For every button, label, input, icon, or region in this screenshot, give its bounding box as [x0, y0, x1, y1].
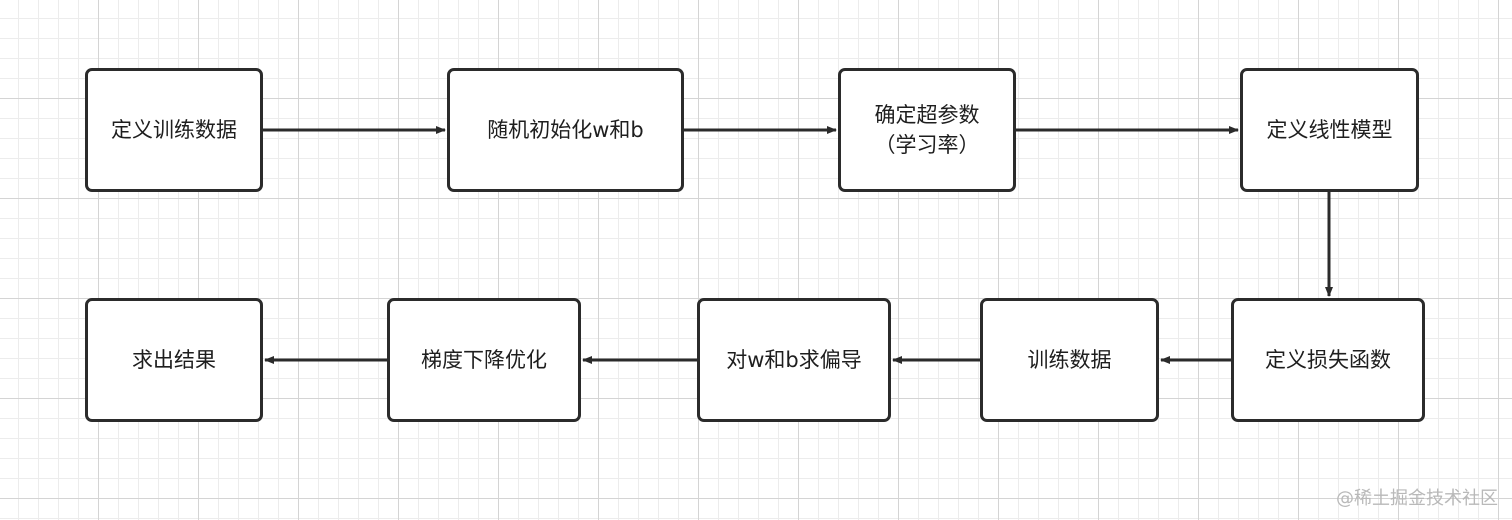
node-train-data[interactable]: 训练数据	[980, 298, 1159, 422]
node-gradient-descent[interactable]: 梯度下降优化	[387, 298, 581, 422]
watermark-text: @稀土掘金技术社区	[1336, 488, 1498, 509]
node-get-result[interactable]: 求出结果	[85, 298, 263, 422]
node-set-hyperparameters[interactable]: 确定超参数 （学习率）	[838, 68, 1016, 192]
node-define-loss-function[interactable]: 定义损失函数	[1231, 298, 1425, 422]
node-define-training-data[interactable]: 定义训练数据	[85, 68, 263, 192]
node-define-linear-model[interactable]: 定义线性模型	[1240, 68, 1419, 192]
node-partial-derivatives[interactable]: 对w和b求偏导	[697, 298, 891, 422]
node-random-init-w-b[interactable]: 随机初始化w和b	[447, 68, 684, 192]
